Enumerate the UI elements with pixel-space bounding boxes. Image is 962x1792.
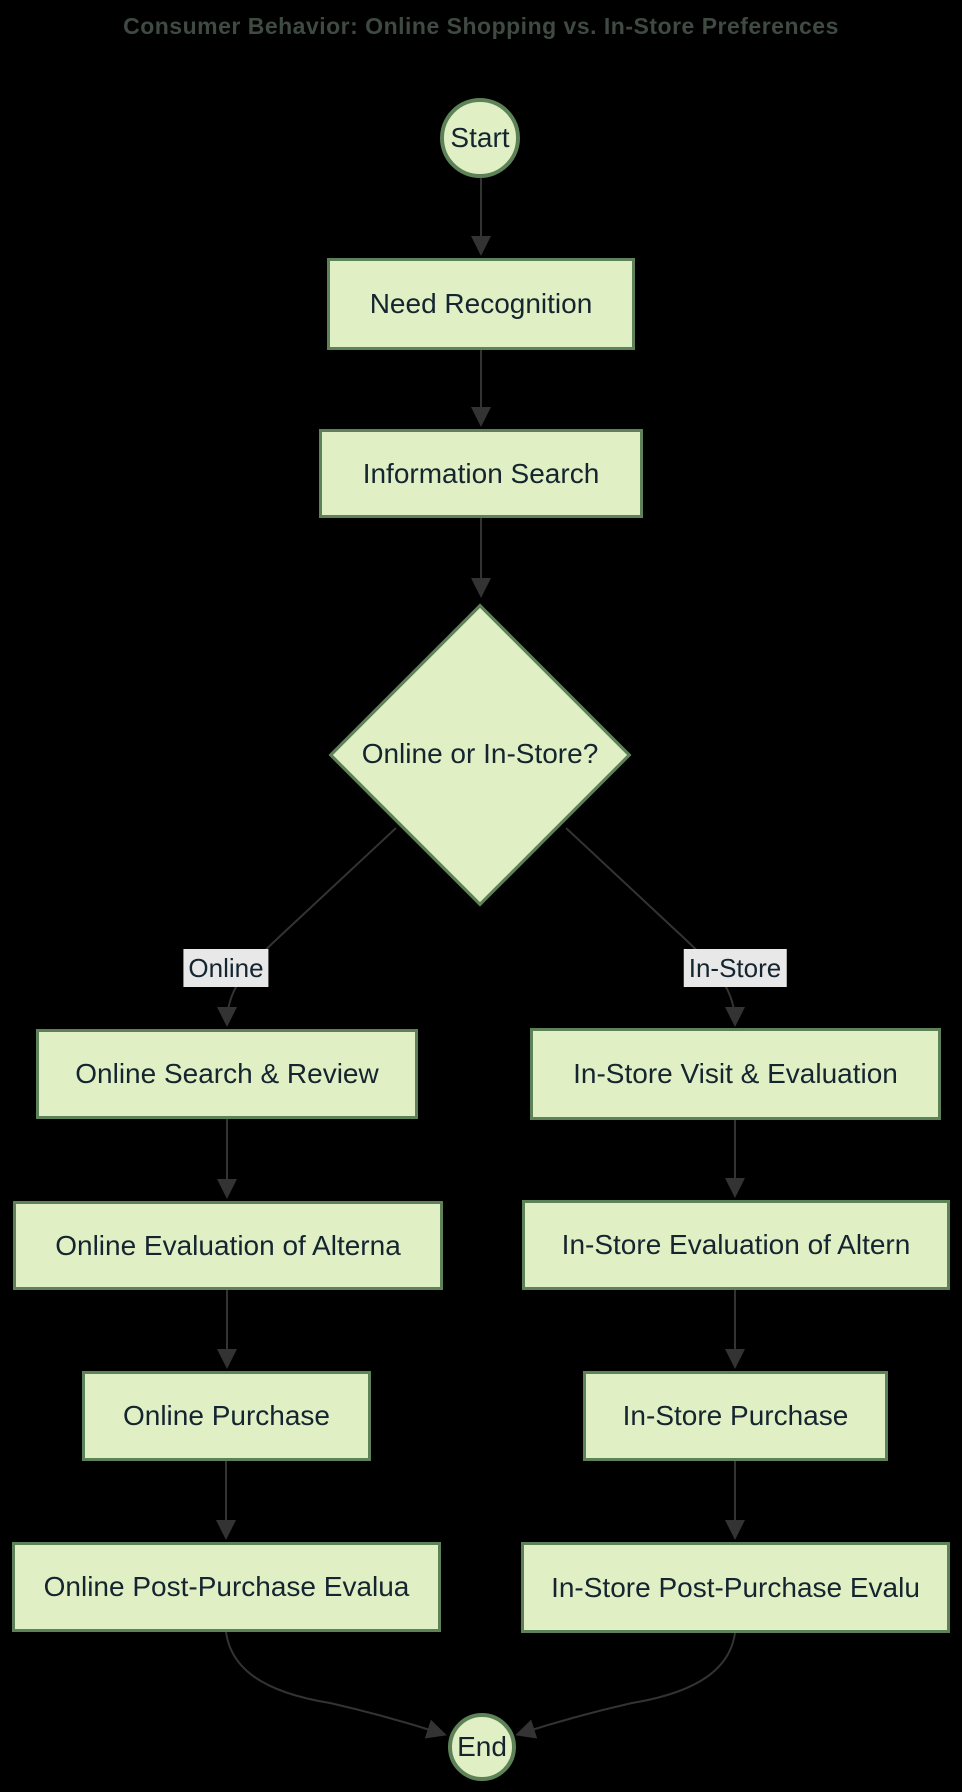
node-online-purchase-label: Online Purchase	[122, 1400, 330, 1431]
diagram-title: Consumer Behavior: Online Shopping vs. I…	[123, 13, 839, 39]
node-instore-post-purchase-label: In-Store Post-Purchase Evalu	[551, 1571, 920, 1603]
node-online-purchase: Online Purchase	[82, 1371, 371, 1461]
node-instore-visit: In-Store Visit & Evaluation	[530, 1028, 941, 1120]
node-instore-post-purchase: In-Store Post-Purchase Evalu	[521, 1542, 950, 1633]
edge-decision-to-online-search	[217, 827, 397, 1027]
edge-decision-to-instore-visit	[565, 827, 745, 1027]
node-instore-purchase: In-Store Purchase	[583, 1371, 888, 1461]
edge-label-online: Online	[183, 949, 269, 987]
node-instore-evaluation: In-Store Evaluation of Altern	[522, 1200, 950, 1290]
node-end-label: End	[457, 1731, 507, 1762]
node-instore-evaluation-label: In-Store Evaluation of Altern	[561, 1229, 911, 1260]
node-online-search: Online Search & Review	[36, 1029, 418, 1119]
node-online-evaluation-label: Online Evaluation of Alterna	[55, 1229, 401, 1261]
node-instore-visit-label: In-Store Visit & Evaluation	[573, 1058, 898, 1089]
node-need-recognition: Need Recognition	[327, 258, 635, 350]
node-online-post-purchase: Online Post-Purchase Evalua	[12, 1542, 441, 1632]
node-online-search-label: Online Search & Review	[75, 1058, 379, 1089]
node-start-label: Start	[450, 122, 510, 153]
edge-online-post-purchase-to-end	[225, 1631, 447, 1739]
node-decision-label: Online or In-Store?	[361, 738, 599, 769]
node-start: Start	[440, 98, 520, 178]
node-online-post-purchase-label: Online Post-Purchase Evalua	[43, 1571, 410, 1602]
node-need-recognition-label: Need Recognition	[369, 288, 593, 319]
node-information-search: Information Search	[319, 429, 643, 518]
node-information-search-label: Information Search	[362, 457, 600, 489]
edge-instore-post-purchase-to-end	[515, 1632, 736, 1739]
edge-label-instore: In-Store	[683, 949, 787, 987]
node-online-evaluation: Online Evaluation of Alterna	[13, 1201, 443, 1290]
node-end: End	[448, 1713, 516, 1781]
node-instore-purchase-label: In-Store Purchase	[622, 1400, 849, 1431]
